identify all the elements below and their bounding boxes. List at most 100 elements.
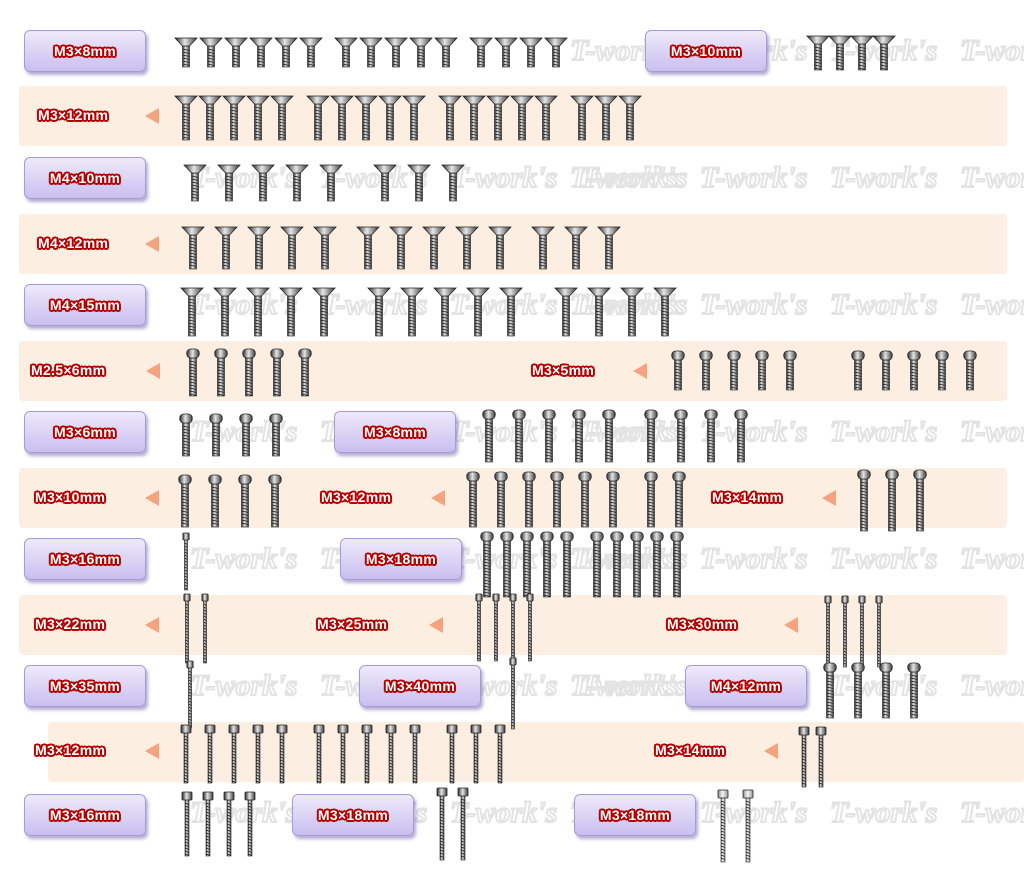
screw-m3x8-flat	[469, 37, 493, 68]
screw-m3x12-flange	[204, 724, 216, 784]
screw-m3x12-flange	[361, 724, 373, 784]
screw-m3x5-button	[727, 350, 741, 391]
screw-m4x12-flat	[422, 226, 446, 270]
screw-m3x18-button	[650, 531, 664, 598]
screw-m3x12-button	[494, 471, 508, 528]
screw-m4x12-flat	[280, 226, 304, 270]
screw-m3x35-cap	[186, 660, 194, 729]
screw-m2.5x6-button	[298, 348, 312, 397]
screw-m3x12-button	[606, 471, 620, 528]
arrow-icon	[145, 236, 159, 252]
screw-m3x18-flange-silver	[742, 789, 754, 863]
row-band-m4x12	[19, 214, 1007, 274]
screw-m3x25-cap	[509, 593, 517, 662]
screw-m3x12-flange	[228, 724, 240, 784]
label-pill-m4x15: M4×15mm	[24, 284, 146, 326]
screw-m3x8-flat	[384, 37, 408, 68]
screw-m4x15-flat	[400, 287, 424, 337]
screw-m3x5-button	[879, 350, 893, 391]
size-label-m3x14-button: M3×14mm	[712, 489, 783, 505]
label-pill-m3x18: M3×18mm	[340, 538, 462, 580]
label-pill-m3x18-flange: M3×18mm	[292, 794, 414, 836]
screw-m3x5-button	[671, 350, 685, 391]
screw-m4x10-flat	[285, 164, 309, 202]
screw-m3x8-flat	[224, 37, 248, 68]
screw-m4x15-flat	[312, 287, 336, 337]
screw-m3x5-button	[851, 350, 865, 391]
screw-m3x8-flat	[494, 37, 518, 68]
screw-m3x8-flat	[409, 37, 433, 68]
screw-m3x8-button	[542, 409, 556, 463]
screw-m2.5x6-button	[270, 348, 284, 397]
screw-m4x15-flat	[653, 287, 677, 337]
size-label-m3x12: M3×12mm	[38, 107, 109, 123]
arrow-icon	[145, 108, 159, 124]
screw-m3x12-flat	[378, 95, 402, 141]
screw-m3x6-button	[209, 413, 223, 457]
screw-m4x10-flat	[373, 164, 397, 202]
screw-m3x12-flat	[246, 95, 270, 141]
size-label-m3x14-flange: M3×14mm	[655, 742, 726, 758]
screw-m3x18-button	[540, 531, 554, 598]
screw-m3x12-flat	[570, 95, 594, 141]
screw-m3x12-flat	[510, 95, 534, 141]
screw-m4x12-flat	[356, 226, 380, 270]
screw-m3x14-button	[913, 469, 927, 532]
screw-m4x15-flat	[466, 287, 490, 337]
screw-m4x12-flat	[488, 226, 512, 270]
screw-m3x12-flat	[462, 95, 486, 141]
screw-m4x12-button	[823, 662, 837, 719]
screw-m3x14-button	[857, 469, 871, 532]
arrow-icon	[764, 743, 778, 759]
screw-m3x8-button	[734, 409, 748, 463]
screw-m3x12-flat	[222, 95, 246, 141]
screw-m3x10-flat	[828, 35, 852, 71]
screw-m3x8-flat	[359, 37, 383, 68]
screw-m3x18-button	[560, 531, 574, 598]
size-label-m2.5x6: M2.5×6mm	[31, 362, 106, 378]
size-label-m4x12: M4×12mm	[38, 235, 109, 251]
label-pill-m3x8: M3×8mm	[24, 30, 146, 72]
screw-m4x15-flat	[620, 287, 644, 337]
screw-m3x14-flange	[815, 726, 827, 788]
screw-m3x18-button	[500, 531, 514, 598]
screw-m3x10-flat	[872, 35, 896, 71]
screw-m4x12-flat	[531, 226, 555, 270]
screw-m4x12-flat	[564, 226, 588, 270]
screw-m4x12-flat	[181, 226, 205, 270]
label-pill-m4x10: M4×10mm	[24, 157, 146, 199]
arrow-icon	[633, 363, 647, 379]
screw-m3x8-button	[482, 409, 496, 463]
screw-m3x12-flat	[198, 95, 222, 141]
screw-m3x8-button	[674, 409, 688, 463]
screw-m3x25-cap	[492, 593, 500, 662]
size-label: M3×8mm	[53, 43, 117, 59]
screw-m3x40-cap	[509, 657, 517, 730]
label-pill-m3x16: M3×16mm	[24, 538, 146, 580]
screw-m3x18-flange	[457, 787, 469, 861]
screw-m3x5-button	[963, 350, 977, 391]
screw-m3x8-flat	[274, 37, 298, 68]
size-label-m3x30: M3×30mm	[667, 616, 738, 632]
screw-m3x12-button	[466, 471, 480, 528]
screw-m4x12-flat	[389, 226, 413, 270]
screw-m3x8-button	[512, 409, 526, 463]
size-label: M4×12mm	[710, 678, 782, 694]
row-band-m2.5x6	[19, 341, 1007, 401]
arrow-icon	[784, 617, 798, 633]
screw-m3x8-button	[704, 409, 718, 463]
screw-m3x16-cap	[182, 532, 190, 591]
screw-m3x8-flat	[334, 37, 358, 68]
size-label: M3×10mm	[670, 43, 742, 59]
screw-m3x12-flat	[438, 95, 462, 141]
size-label: M3×18mm	[365, 551, 437, 567]
label-pill-m3x10: M3×10mm	[645, 30, 767, 72]
screw-m2.5x6-button	[214, 348, 228, 397]
screw-m3x8-button	[602, 409, 616, 463]
screw-m4x15-flat	[213, 287, 237, 337]
screw-m3x12-flange	[385, 724, 397, 784]
screw-m3x10-flat	[850, 35, 874, 71]
label-pill-m3x16-flange: M3×16mm	[24, 794, 146, 836]
screw-m3x8-flat	[544, 37, 568, 68]
